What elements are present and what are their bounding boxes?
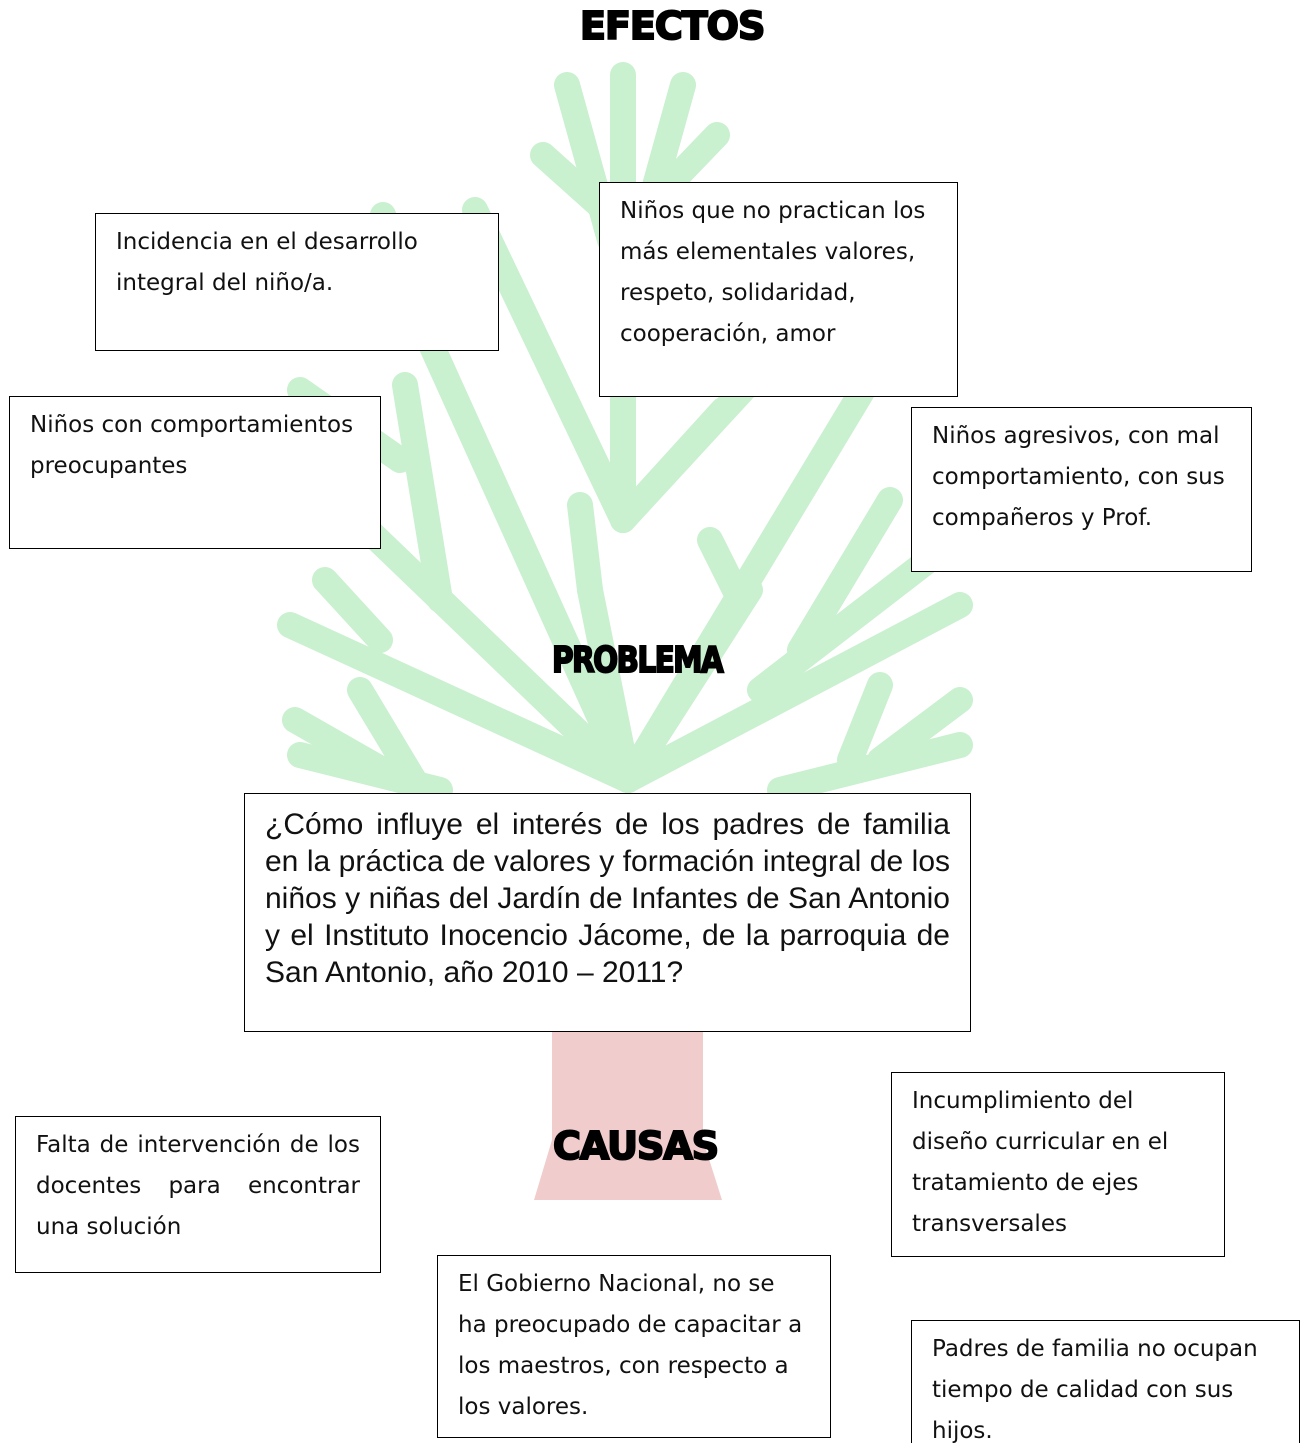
causes-heading: CAUSAS (552, 1123, 720, 1169)
problem-box: ¿Cómo influye el interés de los padres d… (244, 793, 971, 1032)
tree-branches (277, 62, 1013, 803)
effect-box-development: Incidencia en el desarrollo integral del… (95, 213, 499, 351)
effect-box-aggressive: Niños agresivos, con mal comportamiento,… (911, 407, 1252, 572)
effect-worrying-text: Niños con comportamientos preocupantes (30, 412, 354, 479)
effect-values-text: Niños que no practican los más elemental… (620, 198, 926, 347)
effect-box-worrying: Niños con comportamientos preocupantes (9, 396, 381, 549)
effect-aggressive-text: Niños agresivos, con mal comportamiento,… (932, 423, 1225, 531)
cause-box-parents: Padres de familia no ocupan tiempo de ca… (911, 1320, 1300, 1443)
cause-teachers-text: Falta de intervención de los docentes pa… (36, 1132, 360, 1240)
problem-heading: PROBLEMA (551, 639, 724, 682)
cause-parents-text: Padres de familia no ocupan tiempo de ca… (932, 1336, 1258, 1443)
cause-curriculum-text: Incumplimiento del diseño curricular en … (912, 1088, 1169, 1237)
cause-box-teachers: Falta de intervención de los docentes pa… (15, 1116, 381, 1273)
tree-trunk (534, 1030, 722, 1200)
problem-question-text: ¿Cómo influye el interés de los padres d… (265, 808, 950, 989)
effects-heading: EFECTOS (579, 3, 766, 49)
effect-box-values: Niños que no practican los más elemental… (599, 182, 958, 397)
cause-box-government: El Gobierno Nacional, no se ha preocupad… (437, 1255, 831, 1438)
effect-development-text: Incidencia en el desarrollo integral del… (116, 229, 418, 296)
cause-box-curriculum: Incumplimiento del diseño curricular en … (891, 1072, 1225, 1257)
cause-government-text: El Gobierno Nacional, no se ha preocupad… (458, 1271, 803, 1420)
